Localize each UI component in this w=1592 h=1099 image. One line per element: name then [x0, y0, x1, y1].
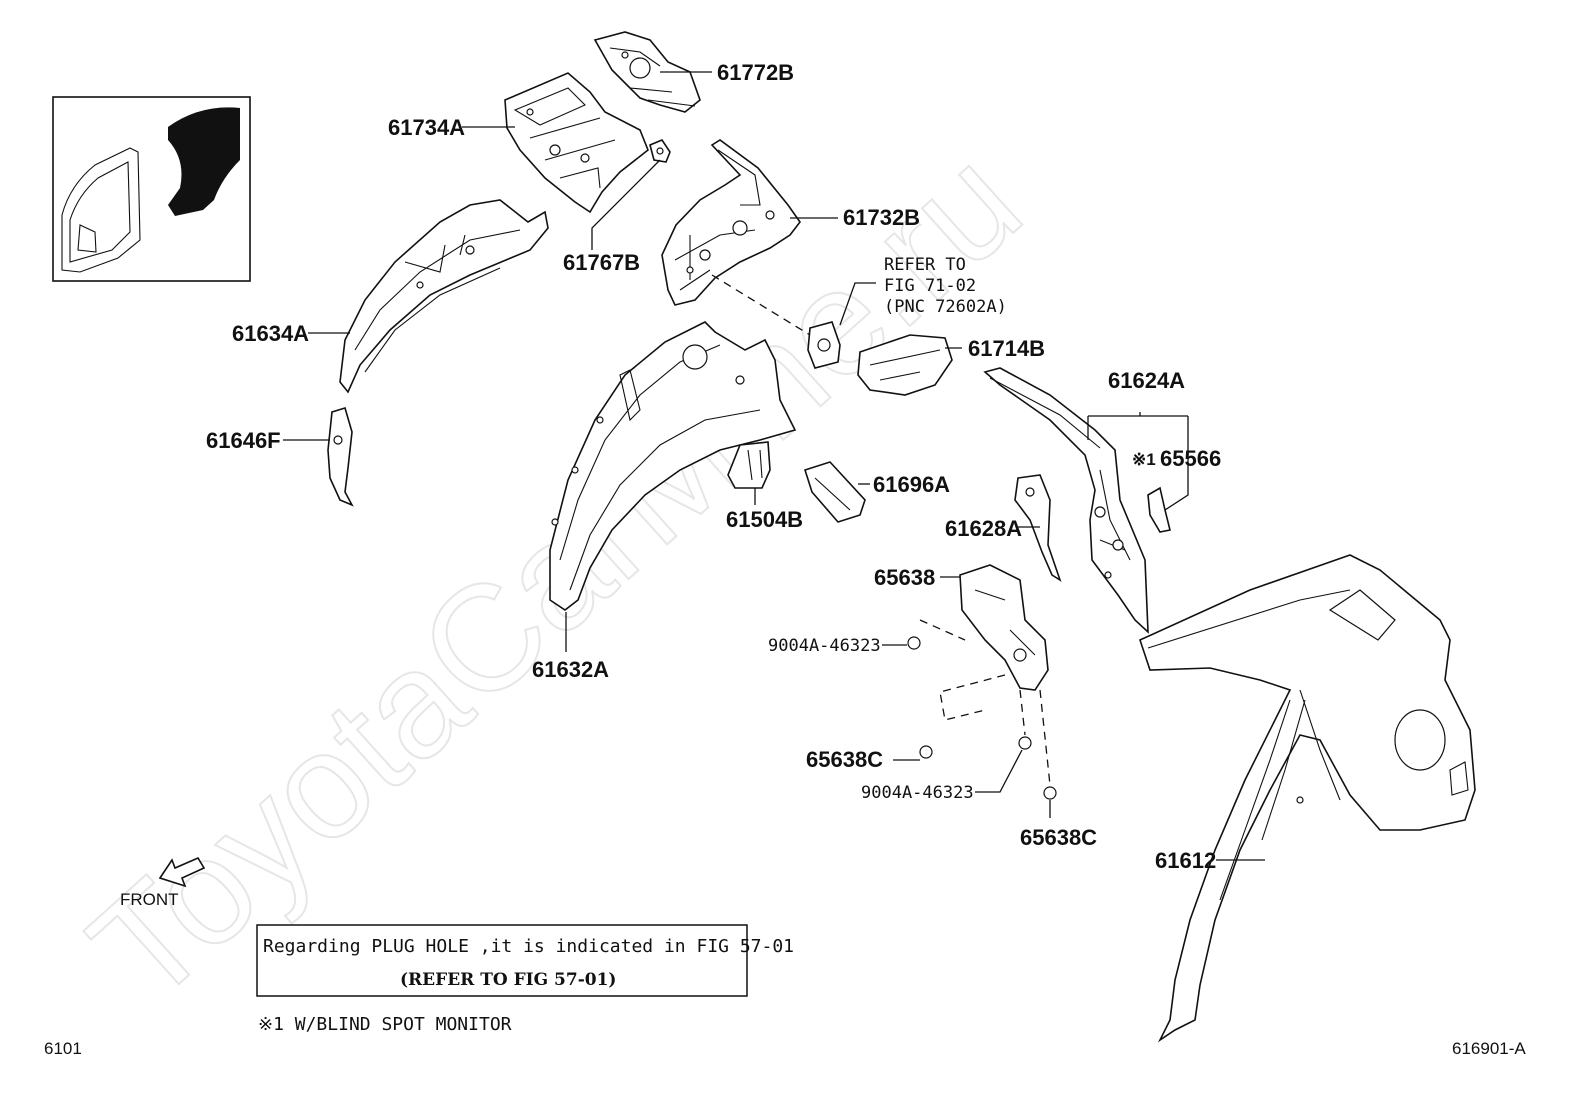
- page-code-left: 6101: [44, 1039, 82, 1058]
- leader-lines: [283, 71, 1265, 861]
- page-code-right: 616901-A: [1452, 1039, 1526, 1058]
- notice-line-2: (REFER TO FIG 57-01): [400, 970, 616, 990]
- fastener-drawings: [907, 636, 1057, 800]
- notice-box: [256, 924, 748, 997]
- label-61696A: 61696A: [873, 472, 950, 497]
- part-61714B-drawing: [857, 334, 953, 396]
- part-61634A-drawing: [339, 199, 549, 394]
- part-65638-drawing: [959, 564, 1049, 691]
- label-61714B: 61714B: [968, 336, 1045, 361]
- refer-line-2: FIG 71-02: [884, 276, 976, 296]
- part-65566-drawing: [1147, 486, 1171, 533]
- label-61646F: 61646F: [206, 428, 281, 453]
- part-reference-bracket-drawing: [807, 321, 841, 369]
- part-61772B-drawing: [593, 31, 701, 113]
- part-61734A-drawing: [504, 72, 649, 214]
- label-61732B: 61732B: [843, 205, 920, 230]
- inset-body-view: [52, 96, 251, 282]
- label-61634A: 61634A: [232, 321, 309, 346]
- refer-line-1: REFER TO: [884, 255, 966, 275]
- label-61772B: 61772B: [717, 60, 794, 85]
- refer-line-3: (PNC 72602A): [884, 297, 1007, 317]
- label-61632A: 61632A: [532, 657, 609, 682]
- notice-line-1: Regarding PLUG HOLE ,it is indicated in …: [263, 936, 794, 957]
- label-9004A-46323-lower: 9004A-46323: [861, 783, 974, 803]
- part-61767B-drawing: [649, 139, 671, 163]
- label-9004A-46323-upper: 9004A-46323: [768, 636, 881, 656]
- label-61628A: 61628A: [945, 516, 1022, 541]
- label-61624A: 61624A: [1108, 368, 1185, 393]
- label-61612: 61612: [1155, 848, 1216, 873]
- note-mark-65566: ※1: [1132, 450, 1156, 469]
- label-65638C-left: 65638C: [806, 747, 883, 772]
- assembly-dashed-lines: [711, 274, 1051, 786]
- label-65638: 65638: [874, 565, 935, 590]
- part-61632A-drawing: [549, 321, 797, 611]
- part-61732B-drawing: [661, 139, 801, 306]
- part-61504B-drawing: [727, 441, 771, 489]
- label-61734A: 61734A: [388, 115, 465, 140]
- part-61624A-drawing: [983, 367, 1149, 634]
- label-61504B: 61504B: [726, 507, 803, 532]
- label-65638C-right: 65638C: [1020, 825, 1097, 850]
- label-61767B: 61767B: [563, 250, 640, 275]
- footnote: ※1 W/BLIND SPOT MONITOR: [258, 1014, 512, 1035]
- part-61646F-drawing: [327, 406, 354, 507]
- front-arrow-icon: [158, 856, 206, 888]
- front-label: FRONT: [120, 890, 179, 909]
- label-65566: 65566: [1160, 446, 1221, 471]
- part-61612-drawing: [1139, 554, 1476, 1043]
- part-61696A-drawing: [803, 461, 866, 523]
